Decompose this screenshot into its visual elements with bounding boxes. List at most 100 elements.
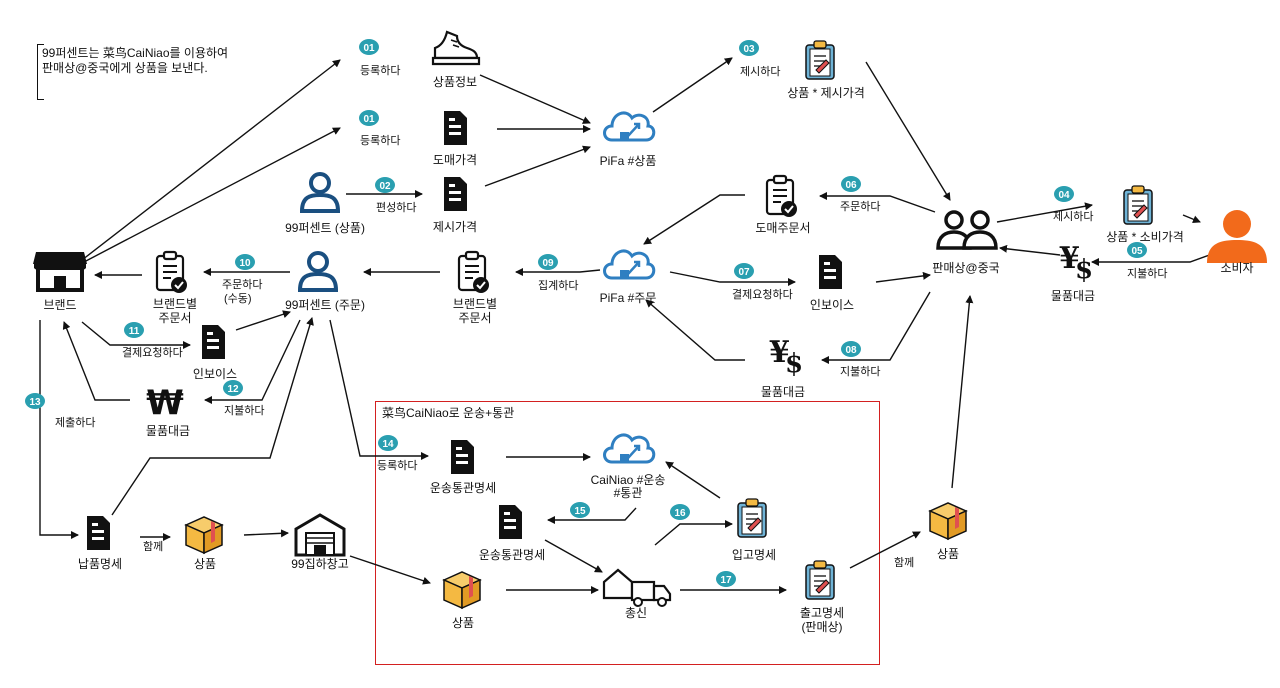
label-seller-china: 판매상@중국: [932, 261, 999, 275]
badge-10: 10: [235, 254, 255, 270]
edge-seller-to-order: [819, 192, 936, 213]
label-wholesale-order: 도매주문서: [755, 221, 810, 235]
edge-brand-to-shoe: [81, 59, 341, 261]
badge-07: 07: [734, 263, 754, 279]
badge-07-num: 07: [738, 267, 750, 278]
badge-13: 13: [25, 393, 45, 409]
warehouse-icon: [294, 513, 346, 557]
badge-12: 12: [223, 380, 243, 396]
badge-06: 06: [841, 176, 861, 192]
step-badges: 01 등록하다 01 등록하다 02 편성하다 03 제시하다 04 제시하다 …: [25, 39, 1167, 587]
edge-person-to-won: [204, 319, 301, 404]
badge-02-num: 02: [379, 181, 391, 192]
edge-invoice-to-seller: [875, 271, 931, 283]
note-bracket: [37, 44, 44, 100]
edge-order-to-pifa: [643, 194, 745, 245]
label-product-offer: 상품 * 제시가격: [787, 86, 865, 100]
label-brand: 브랜드: [43, 298, 76, 312]
cloud-icon: [603, 433, 656, 465]
edge-04-label: 제시하다: [1053, 209, 1093, 223]
intro-note-line-2: 판매상@중국에게 상품을 보낸다.: [42, 61, 208, 75]
label-goods-brand: 상품: [194, 557, 216, 571]
cloud-icon: [603, 111, 656, 143]
edge-03-label: 제시하다: [740, 64, 780, 78]
label-customs-1: 운송통관명세: [430, 481, 496, 495]
clipboard-check-icon: [765, 174, 799, 219]
badge-04: 04: [1054, 186, 1074, 202]
badge-17-num: 17: [720, 575, 732, 586]
edge-brand-to-invoice: [81, 321, 191, 349]
document-icon: [444, 177, 467, 211]
document-icon: [499, 505, 522, 539]
edge-06-label: 주문하다: [840, 199, 880, 213]
label-invoice-right: 인보이스: [810, 298, 854, 312]
edge-yen08-to-pifa: [645, 299, 745, 361]
label-brand-order-l-2: 주문서: [158, 311, 191, 325]
nodes: 상품정보 도매가격 99퍼센트 (상품) 제시가격 PiFa #상품 상품 * …: [33, 30, 1267, 634]
box-icon: [929, 502, 967, 540]
cloud-icon: [603, 249, 656, 281]
yuan-dollar-icon: [1059, 241, 1094, 285]
truck-icon: [602, 568, 672, 607]
edge-10-label-2: (수동): [224, 292, 252, 305]
sneaker-icon: [431, 30, 481, 66]
box-icon: [185, 516, 223, 554]
badge-15: 15: [570, 502, 590, 518]
badge-03-num: 03: [743, 44, 755, 55]
edge-13-label: 제출하다: [55, 415, 95, 429]
edge-won-to-brand: [62, 321, 130, 401]
label-outbound-1: 출고명세: [800, 606, 844, 620]
edge-clip-to-seller: [865, 61, 951, 201]
label-pifa-product: PiFa #상품: [600, 154, 657, 168]
badge-08: 08: [841, 341, 861, 357]
edge-02-label: 편성하다: [376, 200, 416, 214]
label-wholesale-price: 도매가격: [433, 153, 477, 167]
badge-09-num: 09: [542, 258, 554, 269]
edge-outbound-to-seller-box: [849, 531, 921, 569]
label-pifa-order: PiFa #주문: [600, 291, 657, 305]
badge-08-num: 08: [845, 345, 857, 356]
edges: [39, 57, 1216, 594]
won-icon: ₩: [146, 383, 184, 423]
edge-07-label: 결제요청하다: [732, 287, 793, 301]
badge-11-num: 11: [129, 326, 140, 337]
edge-pifa-to-brandorder: [515, 268, 601, 276]
label-truck: 총신: [625, 606, 647, 620]
document-icon: [451, 440, 474, 474]
badge-09: 09: [538, 254, 558, 270]
badge-05: 05: [1127, 242, 1147, 258]
label-brand-order-r-2: 주문서: [458, 311, 491, 325]
label-payment-08: 물품대금: [761, 385, 805, 399]
edge-05-label: 지불하다: [1127, 266, 1167, 280]
label-won-payment: 물품대금: [146, 424, 190, 438]
edge-08-label: 지불하다: [840, 364, 880, 378]
person-icon: [298, 251, 338, 292]
edge-09-label: 집계하다: [538, 278, 578, 292]
edge-01b-label: 등록하다: [360, 133, 400, 147]
label-customs-2: 운송통관명세: [479, 548, 545, 562]
clipboard-check-icon: [457, 250, 491, 295]
document-icon: [202, 325, 225, 359]
edge-seller-box-to-seller: [951, 295, 974, 489]
intro-note: 99퍼센트는 菜鸟CaiNiao를 이용하여 판매상@중국에게 상품을 보낸다.: [42, 46, 228, 76]
label-warehouse: 99집하창고: [291, 557, 349, 571]
badge-12-num: 12: [227, 384, 239, 395]
label-product-info: 상품정보: [433, 75, 477, 89]
label-brand-order-l-1: 브랜드별: [153, 297, 197, 311]
edge-consumer-to-yen: [1091, 252, 1216, 266]
badge-16: 16: [670, 504, 690, 520]
clipboard-icon: [805, 560, 835, 600]
edge-truck-to-inbound: [654, 520, 733, 546]
edge-yen-to-seller: [999, 244, 1061, 256]
badge-11: 11: [124, 322, 144, 338]
together-label-2: 함께: [894, 556, 914, 569]
edge-cainiao-to-customs2: [547, 507, 637, 524]
label-cainiao-2: #통관: [614, 486, 643, 500]
label-goods-seller: 상품: [937, 547, 959, 561]
edge-warehouse-to-region-box: [349, 555, 431, 585]
badge-15-num: 15: [574, 506, 586, 517]
clipboard-icon: [805, 40, 835, 80]
edge-offer-to-pifa: [484, 145, 591, 187]
clipboard-icon: [737, 498, 767, 538]
